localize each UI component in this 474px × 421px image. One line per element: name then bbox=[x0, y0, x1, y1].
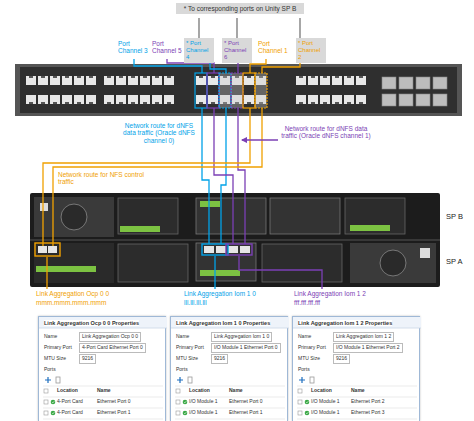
column-header: Location bbox=[57, 388, 78, 394]
column-header: Name bbox=[97, 388, 111, 394]
field-label: Primary Port bbox=[298, 345, 326, 351]
port-channel-label: * Port Channel 4 bbox=[186, 40, 212, 61]
column-header: Location bbox=[311, 388, 332, 394]
ip-address: lll.lll.lll.lll bbox=[184, 299, 284, 306]
field-value: 9216 bbox=[211, 354, 228, 364]
note-box: * Port Channel 6 bbox=[222, 38, 252, 63]
note-box: * Port Channel 4 bbox=[184, 38, 214, 63]
properties-panel: Link Aggregation Iom 1 2 PropertiesNameL… bbox=[292, 316, 420, 421]
aggregation-label: Link Aggregation Iom 1 2 bbox=[294, 290, 394, 297]
properties-panel: Link Aggregation Ocp 0 0 PropertiesNameL… bbox=[38, 316, 166, 421]
field-value: 9216 bbox=[333, 354, 350, 364]
field-value: I/O Module 1 Ethernet Port 0 bbox=[211, 343, 281, 353]
port-channel-label: * Port Channel 6 bbox=[224, 40, 250, 61]
field-value: Link Aggregation Ocp 0 0 bbox=[79, 332, 141, 342]
route-note: Network route for dNFS data traffic (Ora… bbox=[118, 122, 200, 144]
column-header: Name bbox=[351, 388, 365, 394]
field-label: MTU Size bbox=[176, 356, 198, 362]
storage-array bbox=[30, 193, 440, 287]
aggregation-label: Link Aggregation Iom 1 0 bbox=[184, 290, 284, 297]
table-cell: 4-Port Card bbox=[57, 410, 83, 416]
column-header: Location bbox=[189, 388, 210, 394]
field-label: MTU Size bbox=[298, 356, 320, 362]
port-channel-label: Port Channel 3 bbox=[118, 40, 150, 55]
ip-address: mmm.mmm.mmm.mmm bbox=[36, 299, 146, 306]
field-label: Primary Port bbox=[176, 345, 204, 351]
port-channel-label: Port Channel 5 bbox=[152, 40, 182, 55]
network-route bbox=[43, 18, 322, 289]
table-cell: I/O Module 1 bbox=[311, 399, 340, 405]
field-label: Ports bbox=[176, 367, 188, 373]
port-channel-label: * Port Channel 2 bbox=[298, 40, 324, 61]
properties-panel: Link Aggregation Iom 1 0 PropertiesNameL… bbox=[170, 316, 288, 421]
sp-label: SP A bbox=[446, 258, 472, 267]
table-cell: 4-Port Card bbox=[57, 399, 83, 405]
field-label: MTU Size bbox=[44, 356, 66, 362]
table-cell: Ethernet Port 3 bbox=[351, 410, 385, 416]
ip-address: fff.fff.fff.fff bbox=[294, 299, 394, 306]
route-note: Network route for NFS control traffic bbox=[58, 171, 150, 186]
table-cell: I/O Module 1 bbox=[189, 399, 218, 405]
port-channel-label: Port Channel 1 bbox=[258, 40, 290, 55]
sp-label: SP B bbox=[446, 213, 472, 222]
field-value: Link Aggregation Iom 1 2 bbox=[333, 332, 394, 342]
field-label: Ports bbox=[44, 367, 56, 373]
table-cell: Ethernet Port 0 bbox=[97, 399, 131, 405]
field-value: I/O Module 1 Ethernet Port 2 bbox=[333, 343, 403, 353]
table-cell: Ethernet Port 2 bbox=[351, 399, 385, 405]
panel-title: Link Aggregation Iom 1 2 Properties bbox=[298, 320, 392, 326]
panel-title: Link Aggregation Ocp 0 0 Properties bbox=[44, 320, 139, 326]
column-header: Name bbox=[229, 388, 243, 394]
note-box: * To corresponding ports on Unity SP B bbox=[176, 3, 304, 14]
aggregation-label: Link Aggregation Ocp 0 0 bbox=[36, 290, 146, 297]
field-label: Primary Port bbox=[44, 345, 72, 351]
note-box: * Port Channel 2 bbox=[296, 38, 326, 63]
field-value: 4-Port Card Ethernet Port 0 bbox=[79, 343, 146, 353]
field-label: Name bbox=[44, 334, 57, 340]
route-note: Network route for dNFS data traffic (Ora… bbox=[280, 125, 372, 140]
field-label: Ports bbox=[298, 367, 310, 373]
field-value: 9216 bbox=[79, 354, 96, 364]
note-text: * To corresponding ports on Unity SP B bbox=[178, 5, 302, 12]
panel-title: Link Aggregation Iom 1 0 Properties bbox=[176, 320, 270, 326]
field-label: Name bbox=[176, 334, 189, 340]
table-cell: Ethernet Port 1 bbox=[229, 410, 263, 416]
field-value: Link Aggregation Iom 1 0 bbox=[211, 332, 272, 342]
table-cell: Ethernet Port 1 bbox=[97, 410, 131, 416]
table-cell: I/O Module 1 bbox=[311, 410, 340, 416]
table-cell: I/O Module 1 bbox=[189, 410, 218, 416]
field-label: Name bbox=[298, 334, 311, 340]
table-cell: Ethernet Port 0 bbox=[229, 399, 263, 405]
